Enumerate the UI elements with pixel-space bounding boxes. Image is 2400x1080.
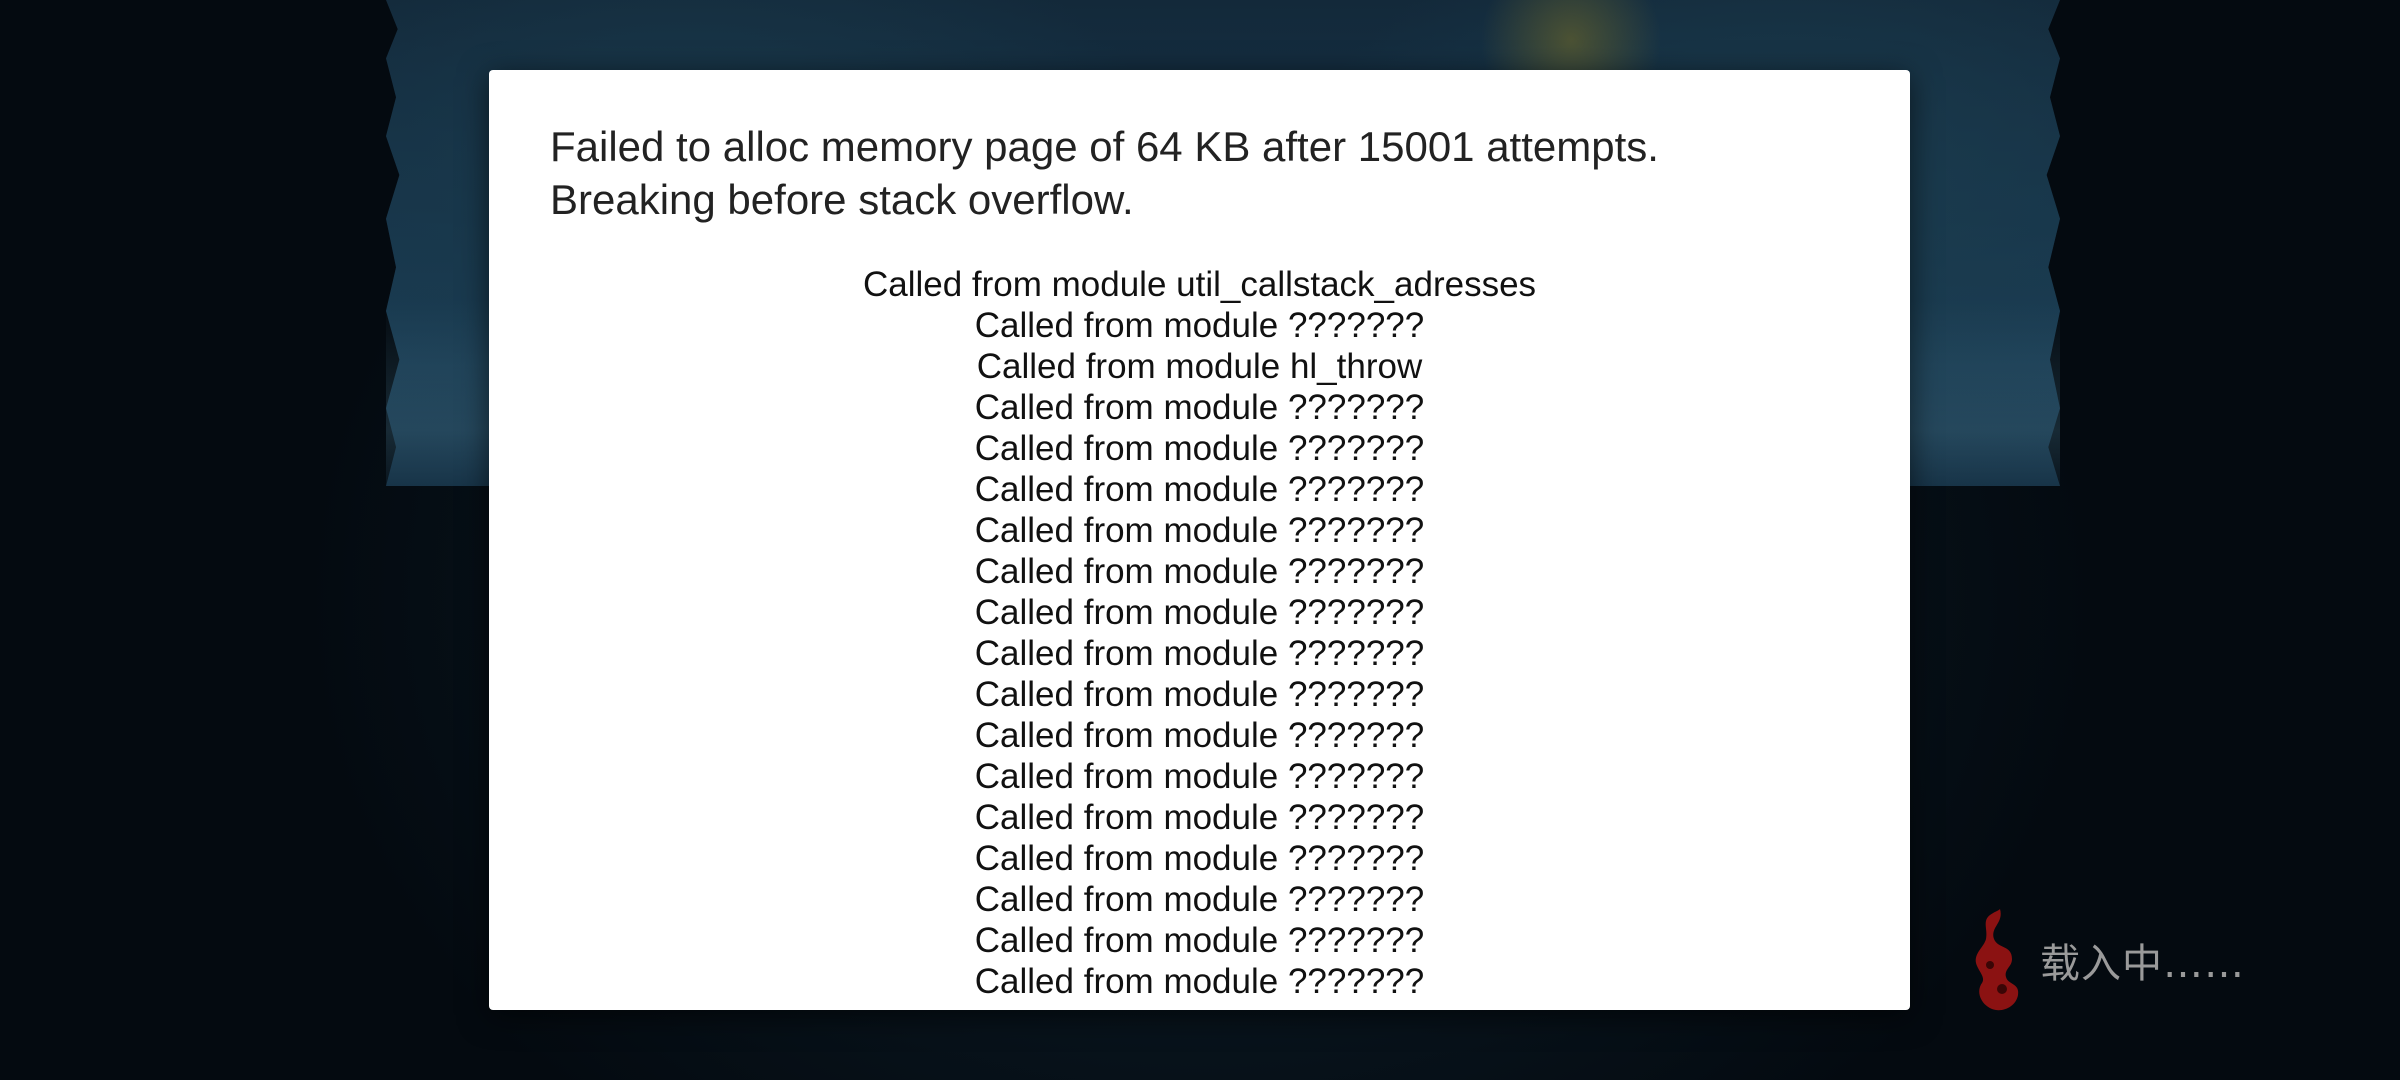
callstack-line: Called from module ??????? xyxy=(974,593,1425,632)
callstack-line: Called from module ??????? xyxy=(974,962,1425,1001)
callstack-line: Called from module ??????? xyxy=(974,429,1425,468)
error-dialog: Failed to alloc memory page of 64 KB aft… xyxy=(489,70,1910,1010)
error-title: Failed to alloc memory page of 64 KB aft… xyxy=(550,123,1659,223)
callstack-line: Called from module ??????? xyxy=(974,470,1425,509)
callstack-line: Called from module util_callstack_adress… xyxy=(862,265,1537,304)
callstack-line: Called from module hl_throw xyxy=(976,347,1423,386)
callstack-line: Called from module ??????? xyxy=(974,880,1425,919)
callstack-line: Called from module ??????? xyxy=(974,511,1425,550)
callstack-line: Called from module ??????? xyxy=(974,388,1425,427)
callstack-line: Called from module ??????? xyxy=(974,552,1425,591)
loading-text: 载入中…… xyxy=(2040,941,2245,987)
callstack-line: Called from module ??????? xyxy=(974,716,1425,755)
callstack-line: Called from module ??????? xyxy=(974,921,1425,960)
callstack-line: Called from module ??????? xyxy=(974,839,1425,878)
callstack-line: Called from module ??????? xyxy=(974,675,1425,714)
flame-icon xyxy=(1968,905,2028,1015)
callstack-line: Called from module ??????? xyxy=(974,306,1425,345)
callstack-line: Called from module ??????? xyxy=(974,634,1425,673)
loading-indicator: 载入中…… xyxy=(1968,905,2245,1015)
callstack-line: Called from module ??????? xyxy=(974,757,1425,796)
callstack-line: Called from module ??????? xyxy=(974,798,1425,837)
callstack-list: Called from module util_callstack_adress… xyxy=(489,264,1910,1002)
